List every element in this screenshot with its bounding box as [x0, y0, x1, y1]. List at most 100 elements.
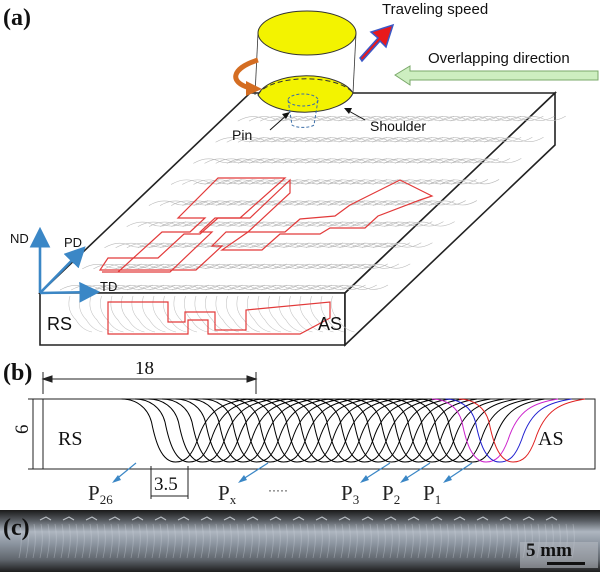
specimen-pd-outline — [98, 178, 291, 271]
flash-burr — [246, 516, 259, 521]
specimen-pd — [102, 177, 287, 273]
weld-ripple — [403, 523, 407, 559]
flash-burr — [200, 516, 213, 521]
weld-arc-line — [506, 115, 555, 122]
flash-burr — [407, 516, 420, 521]
weld-pass-curve — [175, 398, 302, 463]
weld-pass-curve — [350, 398, 478, 463]
weld-ripple — [81, 523, 85, 559]
weld-pass-curve — [323, 398, 451, 463]
weld-pass-curve — [391, 398, 518, 463]
weld-ripple — [158, 523, 162, 559]
flash-burr — [384, 516, 397, 521]
weld-ripple — [361, 523, 365, 559]
weld-arc-front-line — [268, 295, 292, 333]
flash-burr — [338, 516, 351, 521]
weld-ripple — [109, 523, 113, 559]
weld-ripple — [452, 523, 456, 559]
traveling-speed-label: Traveling speed — [382, 1, 488, 18]
weld-pass-curve — [161, 398, 289, 463]
weld-arc-line — [473, 158, 522, 164]
width-dimension-value: 18 — [135, 362, 154, 379]
flash-burr — [131, 516, 144, 521]
weld-ripple — [375, 523, 379, 559]
weld-ripple — [347, 523, 351, 559]
weld-ripple — [151, 523, 155, 559]
panel-b-cross-section: (b) 18 6 RS AS 3.5 — [3, 362, 596, 507]
weld-ripple — [277, 523, 281, 559]
rotation-arrow-icon — [233, 57, 259, 91]
weld-pass-curve — [431, 398, 559, 463]
weld-arc-front-line — [331, 295, 355, 333]
weld-ripple — [445, 523, 449, 559]
as-label-a: AS — [318, 314, 342, 334]
weld-ripple — [494, 523, 498, 559]
weld-arc-front-line — [152, 295, 177, 333]
weld-pass-curve — [242, 398, 370, 463]
weld-arc-line — [428, 200, 478, 206]
weld-pass-curve — [364, 398, 491, 463]
weld-pass-curve — [458, 398, 586, 463]
weld-arc-line — [417, 200, 466, 206]
weld-arc-front-line — [278, 295, 303, 333]
weld-ripple — [39, 523, 43, 559]
weld-arc-front-line — [257, 295, 282, 333]
flash-burr — [223, 516, 236, 521]
weld-arc-pattern — [59, 115, 566, 291]
weld-ripple — [144, 523, 148, 559]
pin-label: Pin — [232, 127, 252, 143]
weld-ripple — [291, 523, 295, 559]
weld-ripple — [508, 523, 512, 559]
pass-label-px: Px — [218, 481, 237, 507]
pass-label-p2: P2 — [382, 481, 400, 507]
weld-ripple — [67, 523, 71, 559]
weld-ripple — [417, 523, 421, 559]
flash-burr — [453, 516, 466, 521]
weld-ripple — [60, 523, 64, 559]
width-dimension — [41, 372, 258, 394]
weld-ripple — [263, 523, 267, 559]
weld-arc-line — [362, 263, 411, 270]
traveling-speed-arrow-icon — [359, 23, 395, 63]
weld-arc-line — [395, 221, 444, 227]
weld-ripple — [165, 523, 169, 559]
pass-label-p3: P3 — [341, 481, 359, 507]
weld-ripple — [88, 523, 92, 559]
weld-ripple — [501, 523, 505, 559]
panel-a-3d-schematic: (a) Traveling speed Overlapping d — [3, 1, 599, 347]
flash-burr — [62, 516, 75, 521]
weld-pass-curve — [269, 398, 397, 463]
weld-ripple — [116, 523, 120, 559]
weld-ripple — [354, 523, 358, 559]
weld-arc-line — [328, 284, 377, 291]
panel-a-label: (a) — [3, 5, 31, 31]
pass-pointer-heads — [112, 475, 452, 483]
flash-burr — [154, 516, 167, 521]
weld-pass-curve — [229, 398, 356, 463]
rs-label-a: RS — [47, 314, 72, 334]
axis-nd-label: ND — [10, 231, 29, 246]
weld-arc-front-line — [121, 295, 145, 333]
pass-label-p26: P26 — [88, 481, 113, 507]
scale-bar — [547, 562, 585, 565]
specimen-td — [220, 179, 434, 251]
weld-ripple — [438, 523, 442, 559]
weld-ripple — [53, 523, 57, 559]
weld-ripple — [207, 523, 211, 559]
weld-ripple — [270, 523, 274, 559]
flash-burr — [476, 516, 489, 521]
specimen-front — [107, 301, 331, 335]
weld-ripple — [515, 523, 519, 559]
weld-arc-front-line — [131, 295, 156, 333]
weld-arc-front-line — [68, 295, 93, 333]
weld-ripple — [340, 523, 344, 559]
weld-pass-curve — [202, 398, 329, 463]
specimen-photo — [0, 510, 600, 572]
weld-arc-line — [350, 263, 400, 270]
weld-pass-curve — [148, 398, 275, 463]
weld-pass-curve — [296, 398, 424, 463]
weld-ripple — [123, 523, 127, 559]
axis-td-label: TD — [100, 279, 117, 294]
weld-ripple — [221, 523, 225, 559]
weld-ripple — [130, 523, 134, 559]
